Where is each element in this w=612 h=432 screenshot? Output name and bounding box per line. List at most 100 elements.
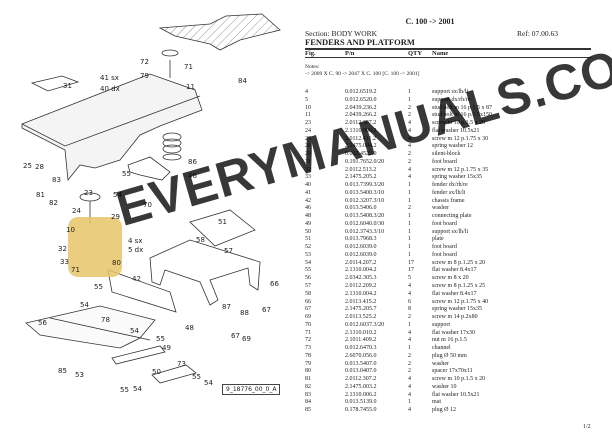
fig-cell: 72 (305, 337, 311, 344)
callout-label: 85 (58, 367, 67, 375)
fig-cell: 83 (305, 391, 311, 398)
fender-shape (21, 73, 203, 182)
quantity-cell: 2 (408, 205, 411, 212)
callout-label: 4 sx (128, 237, 143, 245)
quantity-cell: 4 (408, 290, 411, 297)
name-cell: screw m 8 p.1.25 x 25 (432, 283, 486, 289)
name-cell: screw m 12 p.1.75 x 30 (432, 135, 489, 142)
fig-cell: 81 (305, 376, 311, 383)
fig-cell: 78 (305, 352, 311, 359)
fig-cell: 50 (305, 228, 311, 235)
fig-cell: 33 (305, 174, 311, 181)
fig-cell: 84 (305, 399, 311, 406)
notes-text: -> 2009 X C. 90 -> 2047 X C. 100 [C. 100… (305, 71, 420, 77)
quantity-cell: 2 (408, 368, 411, 375)
part-number-cell: 2.0113.415.2 (345, 298, 377, 305)
callout-label: 48 (185, 324, 194, 332)
quantity-cell: 4 (408, 329, 411, 336)
quantity-cell: 2 (408, 352, 411, 359)
fig-cell: 53 (305, 251, 311, 258)
fig-cell: 42 (305, 197, 311, 204)
fig-cell: 55 (305, 267, 311, 274)
callout-label: 70 (143, 201, 152, 209)
callout-label: 73 (177, 360, 186, 368)
callout-label: 32 (58, 245, 67, 253)
column-header-pn: P/n (345, 50, 355, 57)
column-header-divider (305, 57, 591, 58)
fig-cell: 29 (305, 151, 311, 158)
part-number-cell: 2.0439.266.2 (345, 112, 377, 119)
name-cell: screw m 10 p.1.5 x 20 (432, 376, 486, 383)
fig-cell: 52 (305, 244, 311, 251)
quantity-cell: 4 (408, 283, 411, 289)
part-number-cell: 0.013.7968.3 (345, 236, 377, 243)
name-cell: foot board (432, 220, 457, 227)
callout-label: 84 (238, 77, 247, 85)
fig-cell: 46 (305, 205, 311, 212)
callout-label: 51 (218, 218, 227, 226)
column-header-qty: QTY (408, 50, 423, 57)
quantity-cell: 4 (408, 407, 411, 414)
part-number-cell: 2.0439.236.2 (345, 104, 377, 111)
part-number-cell: 0.178.7455.0 (345, 407, 377, 414)
quantity-cell: 2 (408, 314, 411, 321)
part-number-cell: 2.0114.207.2 (345, 259, 377, 266)
callout-label: 24 (72, 207, 81, 215)
fig-cell: 32 (305, 166, 311, 173)
header-divider (305, 48, 591, 50)
part-number-cell: 0.013.5407.0 (345, 360, 377, 367)
callout-label: 54 (80, 301, 89, 309)
name-cell: screw m 8 p.1.25 x 20 (432, 259, 486, 266)
quantity-cell: 1 (408, 244, 411, 251)
quantity-cell: 1 (408, 182, 411, 189)
callout-label: 82 (49, 199, 58, 207)
callout-label: 58 (196, 236, 205, 244)
part-number-cell: 2.1310.004.2 (345, 290, 377, 297)
quantity-cell: 1 (408, 321, 411, 328)
fig-cell: 40 (305, 182, 311, 189)
quantity-cell: 4 (408, 376, 411, 383)
part-number-cell: 2.1310.006.2 (345, 127, 377, 134)
fig-cell: 10 (305, 104, 311, 111)
quantity-cell: 6 (408, 298, 411, 305)
name-cell: connecting plate (432, 213, 472, 220)
part-number-cell: 0.013.5139.0 (345, 399, 377, 406)
quantity-cell: 1 (408, 96, 411, 103)
name-cell: stud bolt m 16 p.1.5 x 87 (432, 104, 493, 111)
part-number-cell: 2.1011.409.2 (345, 337, 377, 344)
quantity-cell: 1 (408, 189, 411, 196)
part-number-cell: 0.013.5408.3/20 (345, 213, 385, 220)
name-cell: flat washer 17x30 (432, 329, 475, 336)
part-number-cell: 0.012.6040.0/30 (345, 220, 385, 227)
fig-cell: 66 (305, 298, 311, 305)
callout-label: 54 (133, 385, 142, 393)
fig-cell: 80 (305, 368, 311, 375)
callout-label: 57 (224, 247, 233, 255)
part-number-cell: 0.012.6520.0 (345, 96, 377, 103)
fig-cell: 5 (305, 96, 308, 103)
name-cell: plug Ø 50 mm (432, 352, 467, 359)
quantity-cell: 1 (408, 213, 411, 220)
fig-cell: 31 (305, 158, 311, 165)
quantity-cell: 1 (408, 345, 411, 352)
name-cell: support sx/lh/li (432, 89, 469, 95)
part-number-cell: 2.0342.305.3 (345, 275, 377, 282)
part-number-cell: 2.1475.205.7 (345, 306, 377, 313)
callout-label: 67 (262, 306, 271, 314)
callout-label: 25 (23, 162, 32, 170)
callout-label: 5 dx (128, 246, 144, 254)
